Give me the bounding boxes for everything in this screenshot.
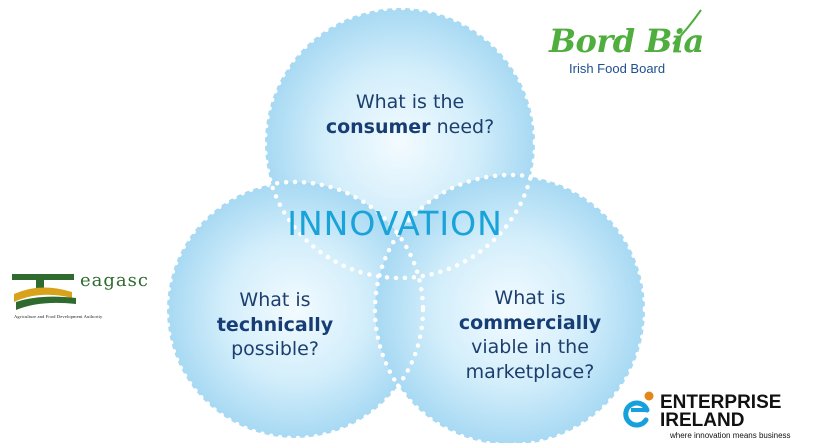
teagasc-emblem-icon [12,274,76,310]
teagasc-tagline: Agriculture and Food Development Authori… [14,314,103,319]
enterprise-ireland-tagline: where innovation means business [670,431,791,440]
commercial-question: What is commercially viable in the marke… [430,286,630,385]
consumer-keyword: consumer [325,115,431,138]
technical-keyword: technically [216,313,334,336]
innovation-title: INNOVATION [287,204,503,243]
technical-circle-outline [164,179,426,441]
commercial-keyword: commercially [458,311,602,334]
commercial-line1: What is [494,287,566,309]
commercial-rest2: marketplace? [465,361,595,384]
enterprise-ireland-line1: ENTERPRISE [660,392,782,413]
technical-circle [167,182,423,438]
commercial-circle [375,175,645,443]
bordbia-subtitle: Irish Food Board [569,61,666,76]
bordbia-swoosh-icon [672,9,702,45]
commercial-circle-outline [372,172,648,443]
technical-question: What is technically possible? [180,288,370,362]
enterprise-ireland-logo: ENTERPRISE IRELAND where innovation mean… [622,388,812,443]
consumer-rest: need? [436,115,495,138]
consumer-circle-outline [262,5,538,281]
bordbia-logo: Bord Bia Irish Food Board [545,8,715,78]
consumer-question: What is the consumer need? [300,90,520,139]
consumer-line2: consumer need? [300,115,520,140]
enterprise-ireland-line2: IRELAND [660,410,745,431]
enterprise-ireland-e-icon [623,391,654,428]
teagasc-logo: eagasc Agriculture and Food Development … [8,268,158,328]
consumer-line1: What is the [355,91,465,113]
teagasc-wordmark: eagasc [80,270,149,291]
commercial-rest1: viable in the [471,336,589,359]
bordbia-name: Bord Bia [549,22,704,60]
technical-line1: What is [239,289,311,311]
technical-rest: possible? [231,338,319,361]
